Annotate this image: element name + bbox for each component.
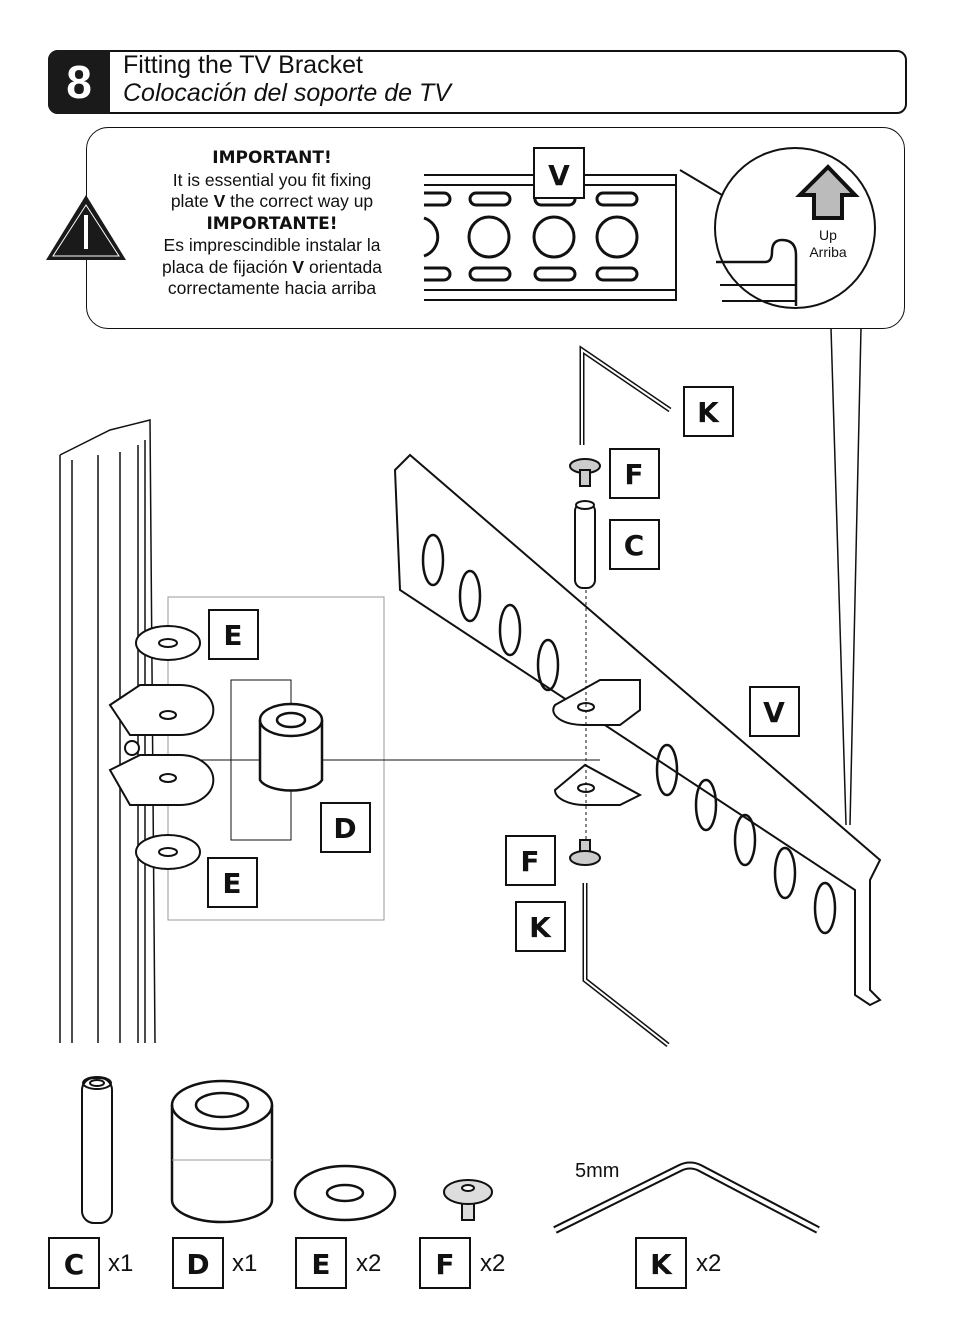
text: plate xyxy=(170,191,214,211)
parts-list-label-f: F xyxy=(435,1248,454,1281)
parts-list-label-k: K xyxy=(650,1248,673,1281)
pin-c xyxy=(574,500,596,589)
warning-heading-en: IMPORTANT! xyxy=(212,148,332,168)
warning-line: placa de fijación V orientada xyxy=(140,257,404,279)
step-number: 8 xyxy=(48,50,110,114)
warning-line: correctamente hacia arriba xyxy=(167,278,377,298)
part-label-v: V xyxy=(548,159,570,192)
part-label-v: V xyxy=(763,696,785,729)
warning-line: Es imprescindible instalar la xyxy=(163,235,381,255)
text: orientada xyxy=(304,256,382,277)
part-label-f: F xyxy=(520,845,539,878)
parts-list-label-d: D xyxy=(186,1248,209,1281)
part-c-illustration xyxy=(81,1076,113,1224)
text: V xyxy=(292,256,305,277)
parts-list-qty-k: x2 xyxy=(696,1250,721,1277)
parts-list-qty-e: x2 xyxy=(356,1250,381,1277)
screw-bottom xyxy=(569,839,601,866)
key-size-label: 5mm xyxy=(575,1160,619,1182)
warning-text: IMPORTANT! It is essential you fit fixin… xyxy=(140,147,404,300)
parts-list-qty-f: x2 xyxy=(480,1250,505,1277)
text: placa de fijación xyxy=(162,256,293,277)
parts-list-label-e: E xyxy=(311,1248,330,1281)
screw-top xyxy=(569,458,601,487)
label-box xyxy=(533,147,585,199)
warning-heading-es: IMPORTANTE! xyxy=(206,213,338,234)
part-label-k: K xyxy=(529,911,552,944)
warning-line: plate V the correct way up xyxy=(140,191,404,213)
part-label-k: K xyxy=(697,396,720,429)
up-arrow-icon xyxy=(795,164,860,220)
step-title-en: Fitting the TV Bracket xyxy=(123,51,363,79)
warning-triangle-icon xyxy=(46,195,126,260)
text: the correct way up xyxy=(225,191,374,211)
allen-key-top xyxy=(579,345,672,445)
pole-bracket xyxy=(108,625,215,870)
up-label-en: Up xyxy=(819,227,837,243)
part-e-illustration xyxy=(293,1164,397,1222)
part-label-c: C xyxy=(624,529,645,562)
up-label-es: Arriba xyxy=(809,244,847,260)
part-d-illustration xyxy=(170,1079,274,1224)
part-label-e: E xyxy=(222,867,241,900)
plate-bracket xyxy=(552,679,643,806)
allen-key-bottom xyxy=(582,883,670,1047)
callout-line xyxy=(679,169,723,196)
part-f-illustration xyxy=(443,1179,493,1221)
part-label-d: D xyxy=(333,812,356,845)
parts-list-qty-d: x1 xyxy=(232,1250,257,1277)
tv-plate xyxy=(393,453,882,1007)
warning-line: It is essential you fit fixing xyxy=(172,169,372,190)
parts-list-label-c: C xyxy=(64,1248,85,1281)
text: V xyxy=(213,191,226,211)
spacer-d xyxy=(258,702,324,792)
part-label-e: E xyxy=(223,619,242,652)
part-label-f: F xyxy=(624,458,643,491)
step-title-es: Colocación del soporte de TV xyxy=(123,79,451,107)
parts-list-qty-c: x1 xyxy=(108,1250,133,1277)
